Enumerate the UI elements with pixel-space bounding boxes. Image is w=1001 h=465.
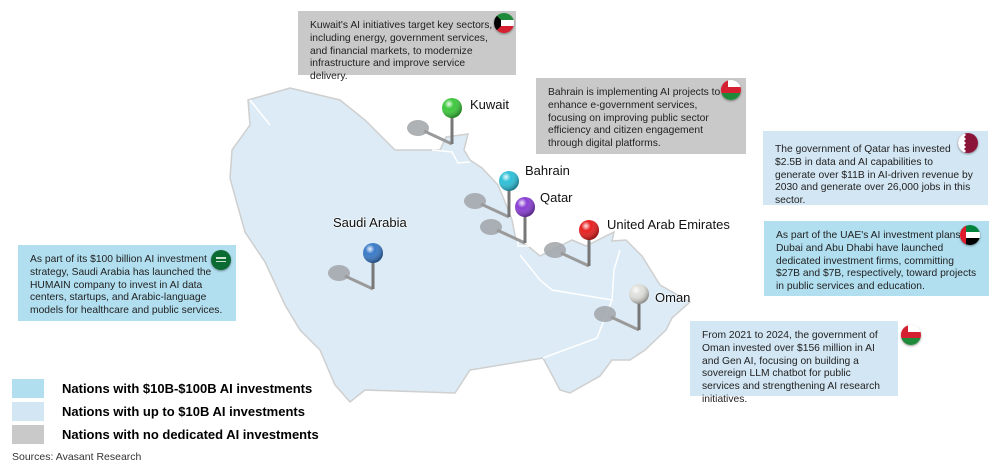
qatar-flag-icon [958, 133, 978, 153]
label-kuwait: Kuwait [470, 97, 510, 112]
bahrain-flag-icon [721, 80, 741, 100]
label-bahrain: Bahrain [525, 163, 570, 178]
pin-highlight [499, 171, 519, 191]
label-saudi-arabia: Saudi Arabia [333, 215, 407, 230]
oman-flag-icon [901, 325, 921, 345]
label-uae: United Arab Emirates [607, 217, 730, 232]
saudi-callout-text: As part of its $100 billion AI investmen… [30, 254, 223, 317]
pin-shadow [544, 242, 566, 258]
uae-flag-icon [960, 225, 980, 245]
legend-item: Nations with $10B-$100B AI investments [62, 381, 313, 396]
pin-highlight [515, 197, 535, 217]
pin-shadow-line [423, 129, 453, 146]
kuwait-callout-text: Kuwait's AI initiatives target key secto… [310, 20, 493, 83]
bahrain-callout-text: Bahrain is implementing AI projects to e… [548, 87, 721, 150]
pin-shadow [328, 265, 350, 281]
oman-callout-text: From 2021 to 2024, the government of Oma… [702, 330, 881, 405]
legend-swatch-tier-none [12, 425, 44, 444]
kuwait-callout: Kuwait's AI initiatives target key secto… [298, 11, 516, 82]
pin-shadow-line [344, 274, 374, 291]
label-qatar: Qatar [540, 190, 573, 205]
pin-shadow [480, 219, 502, 235]
source-note: Sources: Avasant Research [12, 451, 142, 463]
kuwait-flag-icon [494, 13, 514, 33]
uae-callout-text: As part of the UAE's AI investment plans… [776, 230, 977, 293]
pin-highlight [363, 243, 383, 263]
legend-item: Nations with no dedicated AI investments [62, 427, 319, 442]
qatar-callout-text: The government of Qatar has invested $2.… [775, 144, 973, 207]
pin-shadow-line [610, 315, 640, 332]
label-oman: Oman [655, 290, 691, 305]
pin-highlight [579, 220, 599, 240]
saudi-flag-icon [211, 250, 231, 270]
pin-shadow [594, 306, 616, 322]
pin-shadow-line [496, 228, 526, 245]
legend-swatch-tier-up-to-10 [12, 402, 44, 421]
pin-shadow [464, 193, 486, 209]
pin-shadow-line [480, 202, 510, 219]
bahrain-callout: Bahrain is implementing AI projects to e… [536, 78, 746, 154]
pin-shadow [407, 120, 429, 136]
region-shape [229, 87, 692, 404]
saudi-callout: As part of its $100 billion AI investmen… [18, 245, 236, 321]
qatar-callout: The government of Qatar has invested $2.… [763, 131, 988, 207]
oman-callout: From 2021 to 2024, the government of Oma… [690, 321, 898, 405]
pin-highlight [629, 284, 649, 304]
legend-swatch-tier-10-100 [12, 379, 44, 398]
pin-shadow-line [560, 251, 590, 268]
uae-callout: As part of the UAE's AI investment plans… [764, 221, 989, 296]
legend-item: Nations with up to $10B AI investments [62, 404, 305, 419]
pin-highlight [442, 98, 462, 118]
